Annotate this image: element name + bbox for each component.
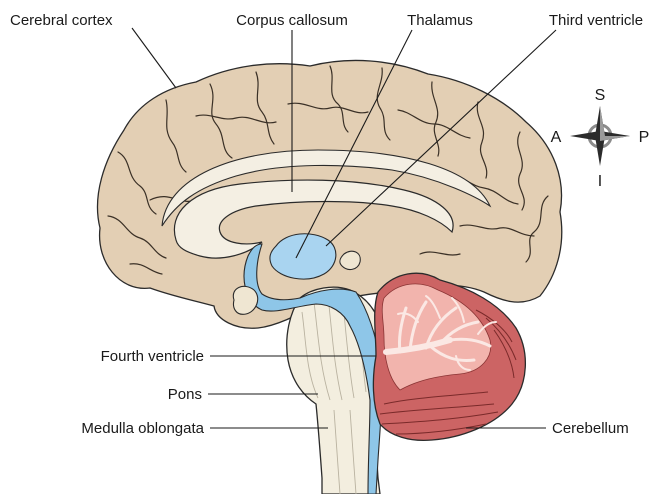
compass-superior-label: S bbox=[595, 87, 606, 104]
label-medulla-oblongata: Medulla oblongata bbox=[81, 420, 204, 437]
label-corpus-callosum: Corpus callosum bbox=[236, 12, 348, 29]
label-pons: Pons bbox=[168, 386, 202, 403]
label-thalamus: Thalamus bbox=[407, 12, 473, 29]
label-third-ventricle: Third ventricle bbox=[549, 12, 643, 29]
compass-inferior-label: I bbox=[598, 173, 602, 190]
label-fourth-ventricle: Fourth ventricle bbox=[101, 348, 204, 365]
label-cerebral-cortex: Cerebral cortex bbox=[10, 12, 113, 29]
compass-posterior-label: P bbox=[639, 129, 650, 146]
compass-anterior-label: A bbox=[551, 129, 562, 146]
label-cerebellum: Cerebellum bbox=[552, 420, 629, 437]
leader-cerebral-cortex bbox=[132, 28, 176, 88]
orientation-compass bbox=[570, 106, 630, 166]
